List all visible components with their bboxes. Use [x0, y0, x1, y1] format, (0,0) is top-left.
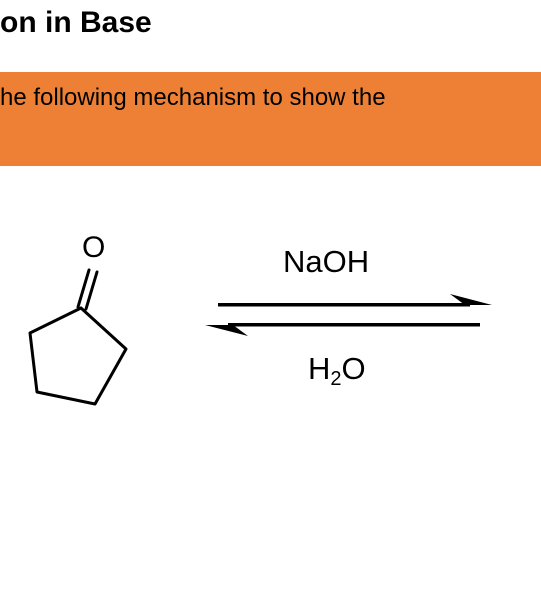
reagent-water: H2O — [308, 351, 366, 390]
cyclopentanone-structure — [28, 268, 128, 406]
reverse-arrow-head — [205, 325, 248, 336]
reagent-naoh: NaOH — [283, 244, 370, 279]
ring-bonds — [28, 306, 128, 406]
carbonyl-bond-2 — [84, 270, 99, 311]
oxygen-label: O — [82, 231, 106, 264]
carbonyl-bond-1 — [76, 268, 91, 309]
instruction-banner: he following mechanism to show the — [0, 72, 541, 166]
instruction-text: he following mechanism to show the — [0, 84, 386, 111]
equilibrium-arrows — [205, 294, 492, 336]
water-subscript: 2 — [330, 368, 342, 390]
water-o: O — [341, 351, 366, 386]
water-h: H — [308, 351, 331, 386]
reverse-arrow-shaft — [228, 323, 480, 327]
forward-arrow-shaft — [218, 303, 470, 307]
forward-arrow-head — [450, 294, 492, 305]
slide-title: on in Base — [0, 6, 152, 39]
